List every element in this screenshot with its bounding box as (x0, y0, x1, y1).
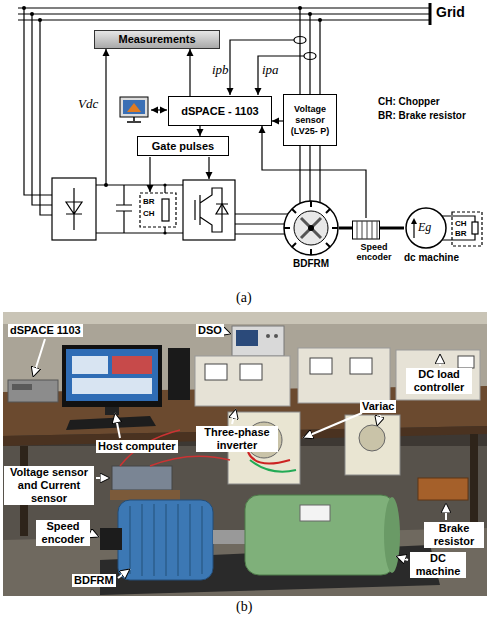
photo-callout: BDFRM (72, 574, 116, 587)
signal-arrow (189, 49, 190, 96)
resistor-label: BR (455, 229, 467, 238)
node-text: Voltage sensor (LV25- P) (286, 104, 334, 137)
photo-leader-arrows (33, 331, 446, 578)
resistor-label: CH (143, 209, 155, 218)
photo-callout: DC load controller (406, 368, 472, 394)
photo-callout: Speed encoder (36, 520, 90, 546)
node-text: Measurements (118, 33, 195, 46)
panel-label: (a) (236, 290, 252, 306)
computer-icon (120, 97, 148, 122)
abbreviation-note: BR: Brake resistor (378, 110, 466, 122)
dc-machine: Eg dc machine (404, 206, 486, 268)
photo-callout: Three-phase inverter (196, 426, 278, 452)
node-text: Speed encoder (352, 242, 396, 262)
measurements-box: Measurements (94, 30, 220, 49)
chopper-label: CH (455, 219, 467, 228)
node-text: Eg (418, 220, 431, 234)
photo-callout: DC machine (410, 552, 466, 578)
controller-box: dSPACE - 1103 (168, 96, 272, 126)
node-text: BDFRM (283, 258, 339, 270)
photo-callout: Voltage sensor and Current sensor (4, 466, 94, 505)
current-signal: ipa (262, 62, 279, 77)
photo-callout: Brake resistor (424, 522, 484, 548)
shaft-line (396, 227, 404, 230)
gate-pulse-box: Gate pulses (137, 136, 229, 156)
signal-arrow (272, 120, 283, 121)
voltage-sensor-box: Voltage sensor (LV25- P) (283, 94, 337, 146)
node-text: dc machine (404, 252, 459, 264)
photo-callout: DSO (196, 324, 224, 337)
node-text: dSPACE - 1103 (181, 105, 258, 118)
voltage-signal: Vdc (78, 96, 98, 111)
lab-photo (3, 312, 487, 596)
signal-arrow (199, 126, 200, 136)
bdfrm-machine: BDFRM (283, 198, 339, 274)
shaft-line (339, 227, 352, 230)
junction-dots (22, 6, 322, 235)
speed-encoder: Speed encoder (352, 218, 396, 266)
node-text: Gate pulses (152, 140, 214, 153)
photo-callout: Host computer (96, 440, 178, 453)
current-signal: ipb (212, 62, 229, 77)
panel-label: (b) (236, 599, 252, 615)
power-circuit (18, 3, 482, 246)
chopper-label: BR (143, 197, 155, 206)
photo-callout: Variac (360, 400, 396, 413)
abbreviation-note: CH: Chopper (378, 96, 440, 108)
grid-label: Grid (436, 4, 465, 20)
photo-callout: dSPACE 1103 (8, 324, 83, 337)
